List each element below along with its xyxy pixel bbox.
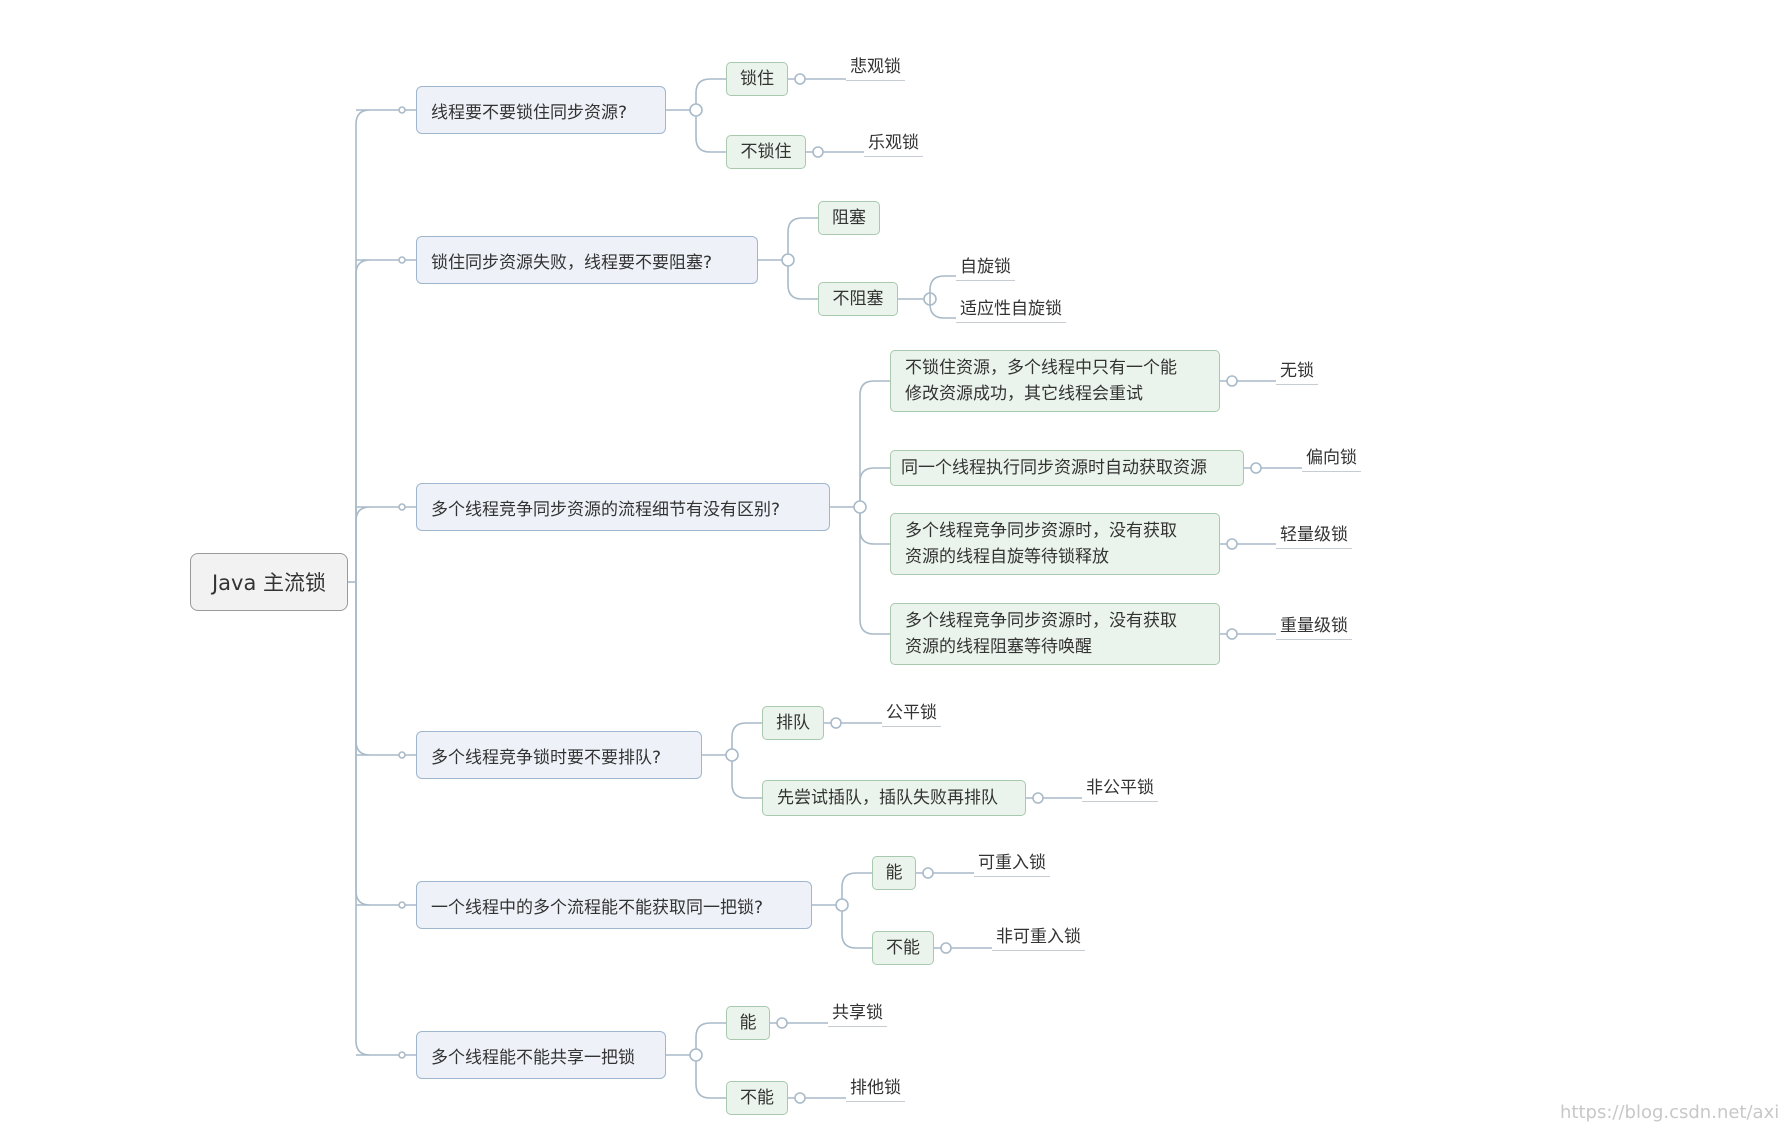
connector-dot: [689, 1048, 703, 1062]
answer-node-block: 阻塞: [818, 201, 880, 235]
answer-node-heavyweight-desc: 多个线程竞争同步资源时，没有获取 资源的线程阻塞等待唤醒: [890, 603, 1220, 665]
connector-dot: [689, 103, 703, 117]
answer-node-can: 能: [872, 856, 916, 890]
leaf-connector: [929, 275, 956, 299]
connector-dot: [776, 1017, 788, 1029]
question-node-share: 多个线程能不能共享一把锁: [416, 1031, 666, 1079]
connector-dot: [725, 748, 739, 762]
leaf-biased-lock: 偏向锁: [1302, 443, 1361, 472]
answer-connector: [841, 872, 872, 905]
spine-branch: [355, 582, 371, 906]
leaf-connector: [929, 299, 956, 319]
leaf-shared-lock: 共享锁: [828, 998, 887, 1027]
connector-dot: [398, 751, 406, 759]
question-node-queue: 多个线程竞争锁时要不要排队?: [416, 731, 702, 779]
spine-branch: [355, 582, 371, 756]
leaf-adaptive-spin-lock: 适应性自旋锁: [956, 294, 1066, 323]
answer-connector: [695, 1055, 726, 1099]
answer-node-lock-free-desc: 不锁住资源，多个线程中只有一个能 修改资源成功，其它线程会重试: [890, 350, 1220, 412]
connector-dot: [794, 73, 806, 85]
answer-connector: [859, 467, 890, 507]
answer-node-cut-in-line: 先尝试插队，插队失败再排队: [762, 780, 1026, 816]
connector-dot: [922, 867, 934, 879]
connector-dot: [835, 898, 849, 912]
connector-dot: [1250, 462, 1262, 474]
answer-node-share-can: 能: [726, 1006, 770, 1040]
leaf-pessimistic-lock: 悲观锁: [846, 52, 905, 81]
spine-branch: [355, 582, 371, 1056]
answer-connector: [695, 110, 726, 153]
spine-branch: [355, 259, 371, 582]
answer-node-share-cannot: 不能: [726, 1081, 788, 1115]
answer-node-queue: 排队: [762, 706, 824, 740]
spine-branch: [355, 506, 371, 582]
leaf-heavyweight-lock: 重量级锁: [1276, 611, 1352, 640]
question-node-block-on-fail: 锁住同步资源失败，线程要不要阻塞?: [416, 236, 758, 284]
answer-node-biased-desc: 同一个线程执行同步资源时自动获取资源: [890, 450, 1244, 486]
connector-dot: [398, 1051, 406, 1059]
connector-dot: [1226, 538, 1238, 550]
connector-dot: [1226, 375, 1238, 387]
answer-connector: [859, 507, 890, 635]
connector-dot: [853, 500, 867, 514]
answer-node-cannot: 不能: [872, 931, 934, 965]
connector-dot: [781, 253, 795, 267]
question-node-lock-resource: 线程要不要锁住同步资源?: [416, 86, 666, 134]
connector-dot: [1032, 792, 1044, 804]
leaf-unfair-lock: 非公平锁: [1082, 773, 1158, 802]
answer-connector: [859, 380, 890, 507]
answer-connector: [695, 78, 726, 110]
leaf-fair-lock: 公平锁: [882, 698, 941, 727]
connector-dot: [830, 717, 842, 729]
answer-connector: [695, 1022, 726, 1055]
answer-connector: [841, 905, 872, 949]
watermark: https://blog.csdn.net/axi: [1560, 1102, 1780, 1123]
leaf-lock-free: 无锁: [1276, 356, 1318, 385]
question-node-reentrant: 一个线程中的多个流程能不能获取同一把锁?: [416, 881, 812, 929]
question-node-flow-detail: 多个线程竞争同步资源的流程细节有没有区别?: [416, 483, 830, 531]
answer-node-no-lock: 不锁住: [726, 135, 806, 169]
leaf-non-reentrant-lock: 非可重入锁: [992, 922, 1085, 951]
leaf-reentrant-lock: 可重入锁: [974, 848, 1050, 877]
connector-dot: [398, 503, 406, 511]
answer-connector: [787, 260, 818, 300]
spine-branch: [355, 109, 371, 582]
answer-node-lightweight-desc: 多个线程竞争同步资源时，没有获取 资源的线程自旋等待锁释放: [890, 513, 1220, 575]
leaf-lightweight-lock: 轻量级锁: [1276, 520, 1352, 549]
answer-connector: [731, 722, 762, 755]
answer-node-no-block: 不阻塞: [818, 282, 898, 316]
connector-dot: [812, 146, 824, 158]
connector-dot: [398, 901, 406, 909]
leaf-exclusive-lock: 排他锁: [846, 1073, 905, 1102]
leaf-optimistic-lock: 乐观锁: [864, 128, 923, 157]
answer-connector: [859, 507, 890, 545]
connector-dot: [1226, 628, 1238, 640]
connector-dot: [794, 1092, 806, 1104]
answer-connector: [731, 755, 762, 799]
connector-dot: [940, 942, 952, 954]
answer-connector: [787, 217, 818, 260]
connector-dot: [398, 106, 406, 114]
connector-dot: [398, 256, 406, 264]
root-node: Java 主流锁: [190, 553, 348, 611]
leaf-spin-lock: 自旋锁: [956, 252, 1015, 281]
answer-node-lock: 锁住: [726, 62, 788, 96]
